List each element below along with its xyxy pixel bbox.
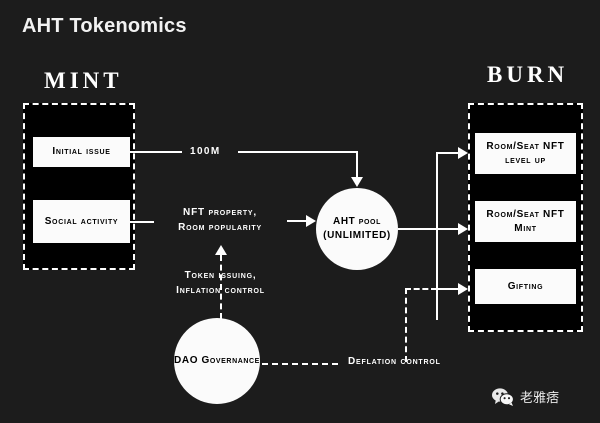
- connector-pool-to-burn-trunk: [398, 228, 437, 230]
- arrowhead-into-nft-level-up: [458, 147, 468, 159]
- connector-burn-trunk-vertical: [436, 152, 438, 320]
- page-title: AHT Tokenomics: [22, 15, 187, 37]
- connector-dao-to-deflation: [262, 363, 338, 365]
- connector-100m-to-pool: [238, 151, 358, 153]
- connector-trunk-to-gifting: [436, 288, 462, 290]
- aht-pool-node[interactable]: AHT pool (UNLIMITED): [316, 188, 398, 270]
- connector-initial-issue-stub: [130, 151, 182, 153]
- arrowhead-into-pool-top: [351, 177, 363, 187]
- watermark: 老雅痞: [492, 387, 559, 406]
- burn-heading: BURN: [487, 62, 569, 87]
- label-deflation-control: Deflation control: [348, 356, 441, 367]
- connector-dao-to-token-issuing: [220, 255, 222, 319]
- mint-container: [23, 103, 135, 270]
- burn-box-nft-mint[interactable]: Room/Seat NFT Mint: [475, 201, 576, 242]
- burn-box-nft-level-up[interactable]: Room/Seat NFT level up: [475, 133, 576, 174]
- connector-deflation-to-burn-trunk: [405, 288, 437, 290]
- label-token-issuing: Token issuing, Inflation control: [176, 270, 265, 296]
- mint-box-social-activity[interactable]: Social activity: [33, 200, 130, 243]
- arrowhead-token-issuing-up: [215, 245, 227, 255]
- connector-trunk-to-nft-mint: [436, 228, 462, 230]
- dao-governance-node[interactable]: DAO Governance: [174, 318, 260, 404]
- label-nft-property: NFT property, Room popularity: [178, 207, 262, 233]
- connector-100m-down: [356, 151, 358, 179]
- watermark-name: 老雅痞: [520, 391, 560, 406]
- arrowhead-into-pool-left: [306, 215, 316, 227]
- wechat-icon: [492, 387, 514, 406]
- burn-box-gifting[interactable]: Gifting: [475, 269, 576, 304]
- connector-nft-property-to-pool: [287, 220, 311, 222]
- connector-deflation-vertical: [405, 288, 407, 362]
- mint-box-initial-issue[interactable]: Initial issue: [33, 137, 130, 167]
- connector-social-activity-stub: [130, 221, 154, 223]
- arrowhead-into-gifting: [458, 283, 468, 295]
- mint-heading: MINT: [44, 68, 123, 93]
- connector-trunk-to-level-up: [436, 152, 462, 154]
- label-100m: 100M: [190, 146, 221, 157]
- arrowhead-into-nft-mint: [458, 223, 468, 235]
